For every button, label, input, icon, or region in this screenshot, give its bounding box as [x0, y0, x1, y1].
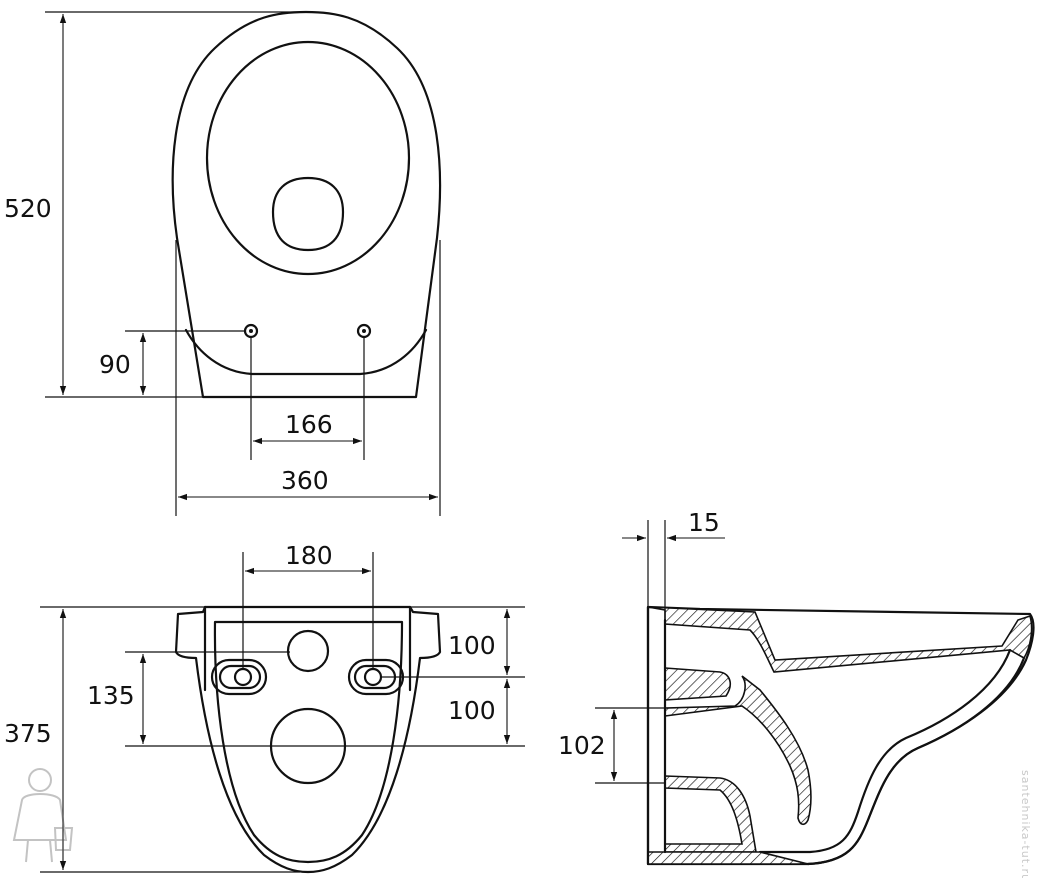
- water-inlet-hole: [286, 629, 330, 673]
- dim-label-bolt-height: 135: [87, 681, 135, 710]
- bolt-hole-left: [233, 667, 253, 687]
- dim-label-fixing-offset: 90: [99, 350, 131, 379]
- rim-section: [647, 606, 1033, 673]
- seat-mount-area: [184, 328, 428, 376]
- plumber-mascot-logo: [12, 768, 74, 863]
- dim-label-depth: 520: [4, 194, 52, 223]
- rear-outer-outline: [174, 605, 442, 874]
- outlet-channel-section: [664, 775, 757, 853]
- seat-hole-left: [243, 323, 259, 339]
- inlet-channel-section: [664, 667, 812, 826]
- bowl-outer-outline: [171, 10, 442, 399]
- bolt-hole-right: [363, 667, 383, 687]
- bowl-opening: [271, 176, 345, 252]
- dim-label-lower-spacing: 100: [448, 696, 496, 725]
- bolt-slot-left-inner: [218, 664, 262, 690]
- dim-label-outlet-height: 102: [558, 731, 606, 760]
- rear-inner-outline: [213, 620, 404, 864]
- bowl-rim-inner: [205, 40, 411, 276]
- inner-bowl-wall-outer: [806, 656, 1026, 866]
- bolt-slot-left: [210, 658, 268, 696]
- dim-label-fixing-spacing: 166: [285, 410, 333, 439]
- inner-bowl-wall: [758, 648, 1012, 854]
- side-section-view: 15 102: [558, 508, 1035, 866]
- top-view: 520 90 166 360: [4, 10, 442, 516]
- seat-hole-right-inner: [362, 329, 366, 333]
- rear-view: 180 375 135 100 100: [4, 541, 525, 874]
- outlet-lower-wall: [647, 851, 809, 865]
- seat-hole-right: [356, 323, 372, 339]
- seat-hole-left-inner: [249, 329, 253, 333]
- dim-label-bolt-spacing: 180: [285, 541, 333, 570]
- dim-label-height: 375: [4, 719, 52, 748]
- dim-label-wall-gap: 15: [688, 508, 720, 537]
- side-outer-outline: [646, 605, 1035, 866]
- watermark-text: santehnika-tut.ru: [1019, 770, 1032, 878]
- dim-label-width: 360: [281, 466, 329, 495]
- dim-label-upper-spacing: 100: [448, 631, 496, 660]
